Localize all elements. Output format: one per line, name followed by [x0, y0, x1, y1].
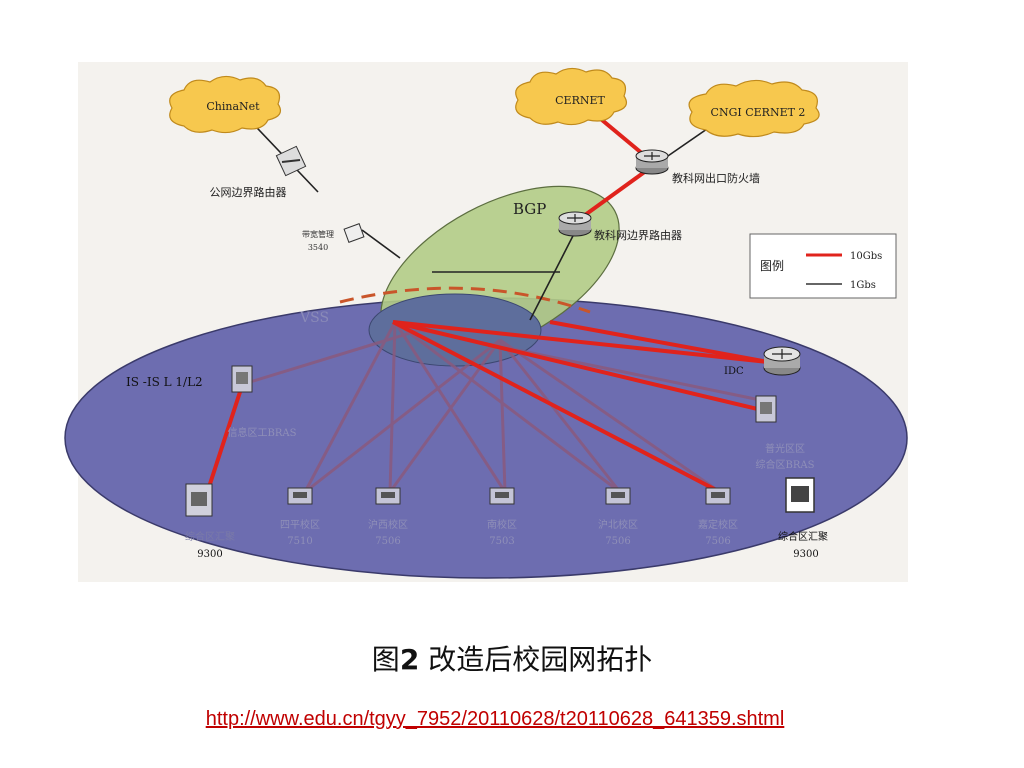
left-agg-switch-icon: [185, 483, 213, 517]
isis-label: IS -IS L 1/L2: [126, 375, 203, 389]
mesh-link: [499, 338, 721, 494]
network-topology-diagram: ChinaNet CERNET CNGI CERNET 2 公网边界路由器 带宽…: [64, 62, 908, 582]
vss-dashed-arc: [339, 286, 591, 314]
left-bras-label: 信息区工BRAS: [228, 426, 297, 439]
campus-nodes: 四平校区 7510 沪西校区 7506 南校区 7503 沪北校区 7506 嘉定校区 7506: [280, 487, 738, 547]
chinanet-label: ChinaNet: [206, 100, 260, 113]
mesh-link: [388, 321, 397, 493]
bandwidth-manager-icon: [343, 223, 365, 243]
idc-label: IDC: [724, 366, 744, 377]
campus-switch-port: [381, 492, 395, 498]
source-link[interactable]: http://www.edu.cn/tgyy_7952/20110628/t20…: [205, 708, 785, 730]
caption-prefix: 图: [371, 643, 400, 676]
campus-name: 南校区: [487, 518, 517, 531]
campus-name: 沪西校区: [368, 518, 408, 531]
left-agg-name: 综合区汇聚: [185, 530, 235, 543]
bandwidth-model-label: 3540: [308, 243, 328, 252]
link-bandwidth: [361, 229, 401, 259]
red-link-left-agg: [206, 391, 242, 491]
figure-caption: 图2 改造后校园网拓扑: [0, 638, 1024, 678]
edu-border-router-label: 教科网边界路由器: [594, 228, 682, 242]
one-gig-links: [239, 109, 721, 321]
cngi-label: CNGI CERNET 2: [711, 106, 806, 119]
red-link-bras-right: [392, 320, 771, 414]
mesh-link: [303, 321, 397, 493]
caption-text: 改造后校园网拓扑: [419, 643, 653, 676]
legend-10g-label: 10Gbs: [850, 251, 882, 262]
campus-model: 7503: [489, 536, 514, 547]
cngi-cloud: CNGI CERNET 2: [688, 79, 820, 138]
campus-model: 7506: [375, 536, 400, 547]
campus-node: 四平校区 7510: [280, 487, 320, 547]
edu-border-router-icon: [558, 211, 592, 237]
vss-label: VSS: [299, 310, 329, 326]
campus-model: 7506: [605, 536, 630, 547]
campus-name: 四平校区: [280, 518, 320, 531]
campus-name: 沪北校区: [598, 518, 638, 531]
legend: 图例 10Gbs 1Gbs: [749, 233, 897, 299]
campus-switch-port: [495, 492, 509, 498]
cernet-label: CERNET: [555, 94, 605, 107]
public-router-label: 公网边界路由器: [210, 185, 287, 199]
legend-1g-label: 1Gbs: [850, 280, 876, 291]
campus-name: 嘉定校区: [698, 518, 738, 531]
mesh-link: [249, 328, 421, 384]
public-router-icon: [275, 145, 307, 177]
bandwidth-mgmt-label: 带宽管理: [302, 229, 334, 239]
edu-firewall-router-icon: [635, 149, 669, 175]
mesh-link: [304, 338, 501, 494]
mesh-link: [394, 320, 621, 494]
right-agg-switch-icon: [785, 477, 815, 513]
mesh-link: [498, 339, 507, 493]
red-link-idc-2: [549, 320, 769, 364]
right-bras-label-1: 普光区区: [765, 442, 805, 455]
campus-switch-port: [293, 492, 307, 498]
edu-firewall-label: 教科网出口防火墙: [672, 171, 760, 185]
red-link-idc: [392, 320, 769, 364]
chinanet-cloud: ChinaNet: [169, 75, 281, 134]
mesh-link: [388, 339, 502, 493]
left-bras-icon: [231, 365, 253, 393]
bgp-label: BGP: [513, 200, 546, 218]
red-link-jiading: [392, 320, 721, 494]
idc-router-icon: [763, 346, 801, 376]
cernet-cloud: CERNET: [515, 67, 627, 126]
campus-switch-port: [611, 492, 625, 498]
campus-node: 沪西校区 7506: [368, 487, 408, 547]
campus-switch-port: [711, 492, 725, 498]
caption-number: 2: [399, 643, 420, 676]
campus-model: 7506: [705, 536, 730, 547]
right-agg-model: 9300: [793, 549, 818, 560]
campus-model: 7510: [287, 536, 312, 547]
right-bras-label-2: 综合区BRAS: [756, 458, 815, 471]
left-agg-model: 9300: [197, 549, 222, 560]
campus-node: 南校区 7503: [487, 487, 517, 547]
red-link-firewall: [583, 166, 652, 217]
legend-title: 图例: [760, 259, 784, 273]
right-bras-icon: [755, 395, 777, 423]
campus-node: 嘉定校区 7506: [698, 487, 738, 547]
mesh-link: [498, 339, 622, 493]
right-agg-name: 综合区汇聚: [778, 530, 828, 543]
link-bgp-core: [529, 225, 579, 321]
campus-node: 沪北校区 7506: [598, 487, 638, 547]
